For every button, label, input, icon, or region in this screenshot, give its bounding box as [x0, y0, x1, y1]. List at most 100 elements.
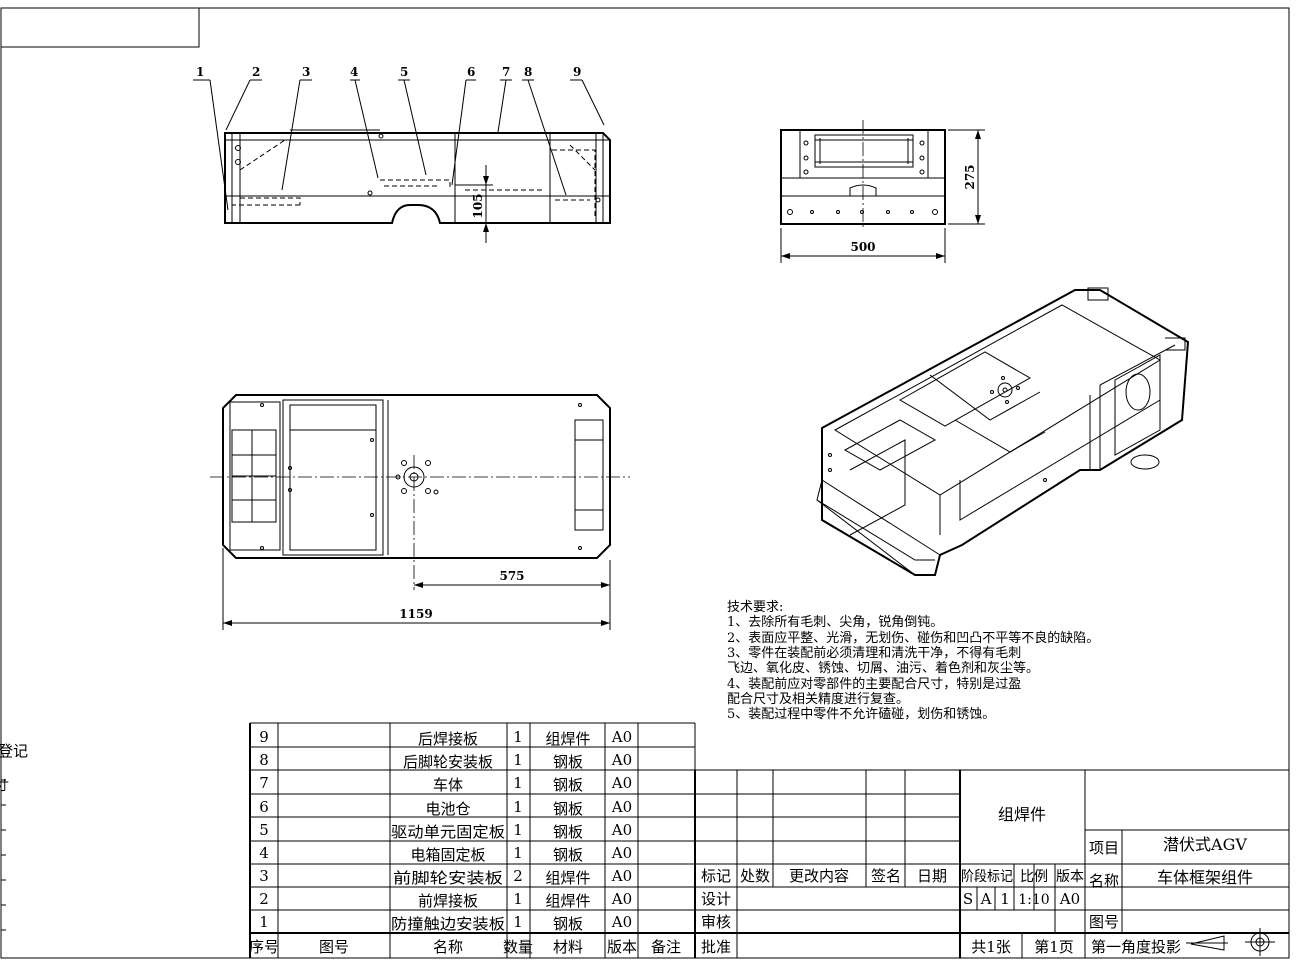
technical-requirements: 技术要求: 1、去除所有毛刺、尖角，锐角倒钝。 2、表面应平整、光滑，无划伤、碰…	[727, 600, 1147, 723]
bom-header-version: 版本	[607, 938, 637, 956]
tech-req-item: 5、装配过程中零件不允许磕碰，划伤和锈蚀。	[727, 707, 996, 723]
bom-name: 驱动单元固定板	[391, 823, 505, 841]
stage-s: S	[963, 890, 973, 908]
role-review: 审核	[701, 913, 731, 931]
bom-qty: 1	[513, 890, 523, 908]
callout-4: 4	[350, 65, 358, 79]
bom-version: A0	[611, 867, 632, 885]
bom-name: 防撞触边安装板	[391, 915, 505, 933]
dim-575: 575	[499, 569, 524, 583]
bom-no: 9	[259, 728, 269, 746]
role-design: 设计	[701, 890, 731, 908]
rev-header-mark: 标记	[701, 867, 731, 885]
callouts: 1 2 3 4 5 6 7 8 9	[193, 65, 605, 211]
tech-req-item: 4、装配前应对零部件的主要配合尺寸，特别是过盈	[727, 676, 1022, 692]
rev-header-count: 处数	[740, 867, 770, 885]
callout-1: 1	[196, 65, 204, 79]
bom-text: 9 后焊接板 1 组焊件 A0 8 后脚轮安装板 1 钢板 A0 7 车体 1 …	[249, 728, 681, 956]
project-value: 潜伏式AGV	[1163, 835, 1247, 854]
bom-material: 钢板	[553, 753, 583, 771]
bom-version: A0	[611, 774, 632, 792]
rev-header-content: 更改内容	[789, 867, 849, 885]
bom-name: 前焊接板	[418, 892, 478, 910]
bom-no: 7	[259, 774, 269, 792]
bom-header-note: 备注	[651, 938, 681, 956]
bom-header-material: 材料	[553, 938, 583, 956]
project-label: 项目	[1089, 839, 1119, 857]
tech-req-item: 2、表面应平整、光滑，无划伤、碰伤和凹凸不平等不良的缺陷。	[727, 630, 1100, 646]
callout-5: 5	[400, 65, 408, 79]
callout-3: 3	[302, 65, 310, 79]
tech-req-item: 配合尺寸及相关精度进行复查。	[727, 691, 910, 707]
bom-version: A0	[611, 751, 632, 769]
dim-1159: 1159	[399, 607, 432, 621]
title-material: 组焊件	[998, 805, 1046, 824]
role-approve: 批准	[701, 938, 731, 956]
bom-qty: 1	[513, 728, 523, 746]
bom-material: 钢板	[553, 915, 583, 933]
bom-no: 6	[259, 798, 269, 816]
bom-material: 组焊件	[545, 730, 590, 748]
bom-name: 电箱固定板	[410, 846, 485, 864]
bom-qty: 2	[513, 867, 523, 885]
callout-9: 9	[573, 65, 581, 79]
callout-2: 2	[252, 65, 260, 79]
bom-name: 电池仓	[425, 800, 470, 818]
stage-header: 阶段标记	[961, 869, 1013, 885]
rev-header-sign: 签名	[871, 867, 901, 885]
bom-header-qty: 数量	[503, 938, 533, 956]
corner-box	[0, 7, 200, 48]
bom-material: 钢板	[553, 846, 583, 864]
tech-req-item: 3、零件在装配前必须清理和清洗干净，不得有毛刺	[727, 645, 1022, 661]
title-block	[694, 770, 1289, 958]
bom-no: 8	[259, 751, 269, 769]
bom-version: A0	[611, 890, 632, 908]
dim-275: 275	[963, 164, 977, 189]
bom-material: 钢板	[553, 776, 583, 794]
bom-name: 前脚轮安装板	[393, 869, 503, 887]
bom-qty: 1	[513, 913, 523, 931]
bom-qty: 1	[513, 798, 523, 816]
bom-qty: 1	[513, 774, 523, 792]
side-view: 105	[224, 129, 611, 243]
version-header: 版本	[1056, 869, 1084, 885]
bom-name: 后脚轮安装板	[403, 753, 493, 771]
bom-version: A0	[611, 728, 632, 746]
bom-no: 5	[259, 821, 269, 839]
projection-label: 第一角度投影	[1091, 938, 1181, 956]
callout-7: 7	[502, 65, 510, 79]
bom-name: 后焊接板	[418, 730, 478, 748]
callout-8: 8	[524, 65, 532, 79]
bom-material: 钢板	[553, 823, 583, 841]
bom-version: A0	[611, 798, 632, 816]
bom-name: 车体	[433, 776, 463, 794]
bom-no: 1	[259, 913, 269, 931]
scale-header: 比例	[1020, 869, 1048, 885]
bom-table	[249, 722, 1289, 958]
sheets-total: 共1张	[971, 938, 1011, 956]
margin-label-2: 寸	[0, 779, 9, 794]
bom-material: 钢板	[553, 800, 583, 818]
bom-qty: 1	[513, 751, 523, 769]
bom-header-name: 名称	[433, 938, 463, 956]
end-view: 500 275	[780, 120, 985, 263]
bom-header-no: 序号	[249, 938, 279, 956]
bom-qty: 1	[513, 844, 523, 862]
bom-material: 组焊件	[545, 892, 590, 910]
stage-a: A	[980, 890, 992, 908]
margin-label: 登记	[0, 742, 28, 760]
bom-version: A0	[611, 913, 632, 931]
bom-header-code: 图号	[319, 938, 349, 956]
version-value: A0	[1059, 890, 1080, 908]
stage-1: 1	[1000, 890, 1010, 908]
title-block-text: 标记 处数 更改内容 签名 日期 设计 审核 批准 组焊件 阶段标记 比例 版本…	[701, 805, 1253, 956]
scale-value: 1:10	[1018, 892, 1049, 908]
dim-500: 500	[850, 240, 875, 254]
sheet-border	[0, 7, 1290, 959]
dim-105: 105	[471, 193, 485, 218]
bom-no: 4	[259, 844, 269, 862]
sheet-no: 第1页	[1034, 938, 1074, 956]
isometric-view	[816, 287, 1190, 576]
rev-header-date: 日期	[917, 867, 947, 885]
